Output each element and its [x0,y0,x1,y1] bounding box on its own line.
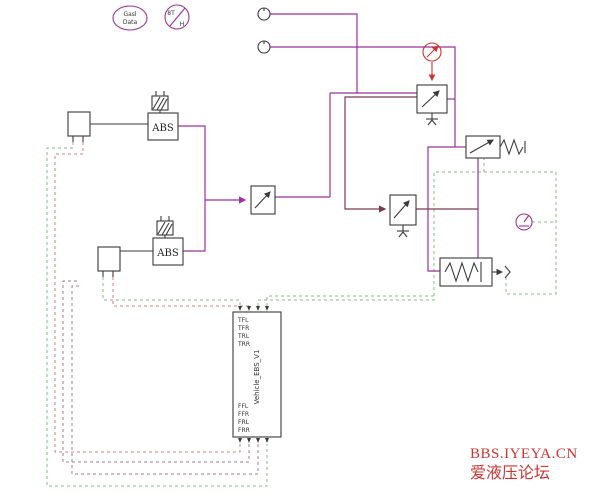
coil-symbol [156,220,174,236]
gauge-circle-icon [422,42,442,62]
thermal-circle [164,4,190,30]
wire-supply-1 [270,13,358,93]
exhaust-arrow-icon [504,265,511,279]
valve-body [389,194,417,226]
ebs-top-pin-3 [256,306,260,311]
abs-body [147,112,179,141]
gauge-needle-icon [426,45,439,58]
watermark: BBS.IYEYA.CN 爱液压论坛 [470,446,578,482]
abs-modulator-rear[interactable]: ABS [152,216,184,266]
coil-symbol [151,95,169,111]
load-sensing-valve[interactable] [439,257,511,287]
valve-body [439,257,493,287]
coil-hatch-1 [157,221,166,235]
ebs-pin-label-trl: TRL [237,333,250,340]
quick-release-valve[interactable] [250,185,276,215]
thermal-label-top: 8T [167,10,175,17]
watermark-line-2: 爱液压论坛 [470,463,550,482]
signal-wires [46,142,557,487]
ebs-bottom-pin-3 [256,438,260,443]
exhaust-arrow-icon [427,119,437,126]
watermark-line-1: BBS.IYEYA.CN [470,446,578,462]
coil-hatch-3 [160,98,168,111]
valve-body [416,84,448,114]
ebs-pin-label-tfl: TFL [237,317,249,324]
sensor-body [67,111,91,137]
ebs-pin-label-trr: TRR [237,341,250,348]
solenoid-valve-front[interactable] [416,84,448,126]
gas-data-node[interactable]: Gasl Data [112,5,148,31]
coil-hatch-3 [165,223,173,236]
thermal-node[interactable]: 8T H [164,4,190,30]
coil-hatch-1 [152,96,161,110]
coil-hatch-2 [156,97,165,111]
ebs-top-pin-4 [265,306,269,311]
wire-green-outer-loop [46,142,268,487]
pressure-sensor-gauge[interactable] [515,213,533,231]
ebs-bottom-pin-2 [247,438,251,443]
wire-green-top-pin4 [266,295,434,306]
spring-icon [499,138,524,156]
gas-data-label-2: Data [123,19,138,26]
wire-supply-2 [270,46,456,147]
wire-maroon-loop-1 [62,280,250,463]
ebs-top-pin-1 [238,306,242,311]
pressure-limiter-valve[interactable] [465,135,526,159]
ebs-pin-label-ffl: FFL [238,403,249,410]
ebs-pin-label-frr: FRR [238,427,250,434]
sensor-body [97,246,121,272]
ebs-body [232,311,282,438]
spring-icon [444,261,479,283]
ebs-pin-label-tfr: TFR [237,325,249,332]
ebs-bottom-pin-4 [265,438,269,443]
coil-hatch-2 [161,222,170,236]
supply-port-1[interactable] [257,7,271,21]
ebs-controller-block[interactable]: TFL TFR TRL TRR Vehicle_EBS_V1 FFL FFR F… [232,306,282,443]
wire-abs-link [178,125,206,252]
wire-green-rear-sensor [102,277,241,306]
wheel-speed-sensor-front[interactable] [67,111,148,142]
thermal-label-bottom: H [180,21,185,28]
wire-red-outer-loop [54,142,241,453]
exhaust-arrow-icon [398,231,408,238]
abs-modulator-front[interactable]: ABS [147,91,179,141]
wire-maroon-loop-2 [71,285,259,475]
ebs-top-pin-2 [247,306,251,311]
valve-body [465,135,501,159]
pneumatic-wires [178,13,479,272]
pressure-gauge[interactable] [422,42,442,82]
wheel-speed-sensor-rear[interactable] [97,246,153,277]
wire-red-rear-sensor [112,277,249,307]
gas-data-label-1: Gasl [123,11,136,18]
abs-body [152,237,184,266]
valve-arrow-icon [254,191,271,209]
supply-port-2[interactable] [257,40,271,54]
ebs-pin-label-frl: FRL [238,419,250,426]
wire-green-right-loop [484,171,557,295]
gas-data-ellipse [112,5,148,31]
wire-green-main-right [257,158,485,306]
ebs-bottom-pin-1 [238,438,242,443]
valve-arrow-icon [469,139,494,154]
thermal-divider [169,7,186,27]
sensor-circle-icon [515,213,533,231]
ebs-block-name: Vehicle_EBS_V1 [253,350,261,405]
abs-label: ABS [151,123,174,134]
valve-arrow-icon [421,90,440,108]
ebs-pin-label-ffr: FFR [238,411,249,418]
sensor-needle-icon [523,214,530,223]
wire-delivery-1 [344,96,417,213]
valve-arrow-icon [393,200,410,219]
abs-label: ABS [156,248,179,259]
relay-valve[interactable] [389,194,417,238]
